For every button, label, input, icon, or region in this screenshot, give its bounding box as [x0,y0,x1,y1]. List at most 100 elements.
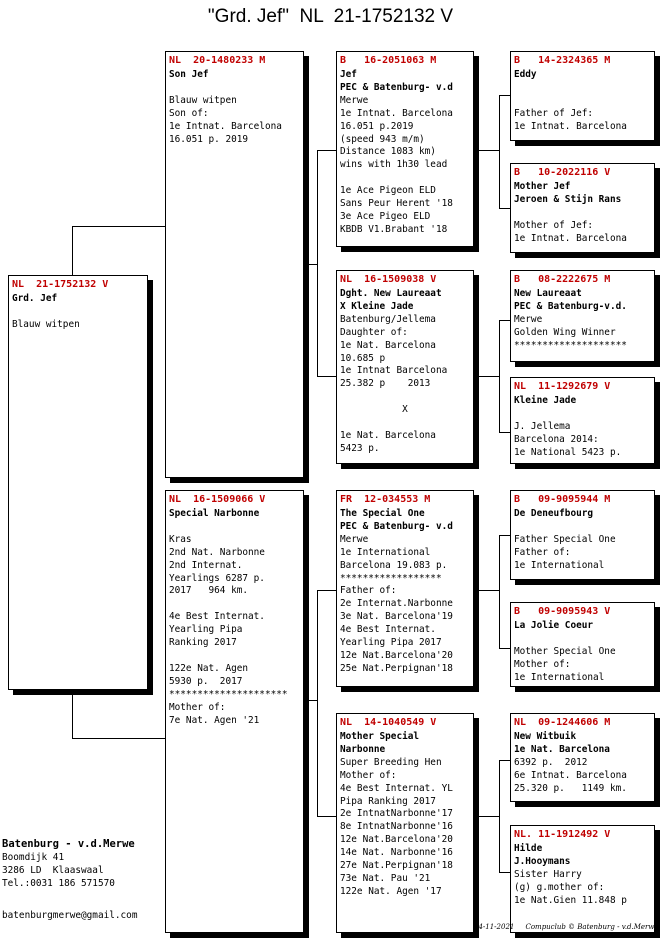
ring-number: NL. 11-1912492 V [514,829,611,840]
info-line: 2e Internat.Narbonne [340,598,453,610]
connector-line [499,95,500,208]
connector-line [474,150,499,151]
info-line: 2e IntnatNarbonne'17 [340,808,453,820]
connector-line [474,376,499,377]
info-line: Mother of: [514,658,571,670]
connector-line [474,816,499,817]
ring-number: B 14-2324365 M [514,55,611,66]
info-line: 1e Intnat. Barcelona [514,120,627,132]
info-line [340,172,470,185]
info-line: 16.051 p. 2019 [169,133,249,145]
connector-line [499,535,500,648]
info-line: (speed 943 m/m) [340,133,425,145]
connector-line [499,760,510,761]
info-line: 4e Best Internat. YL [340,782,453,794]
info-line: 122e Nat. Agen '17 [340,885,442,897]
info-line: 12e Nat.Barcelona'20 [340,834,453,846]
info-line: 6e Intnat. Barcelona [514,769,627,781]
info-line: ******************** [514,339,627,351]
info-line [514,408,651,421]
ring-number: NL 21-1752132 V [12,279,109,290]
footer-credit: 14-11-2021 Compuclub © Batenburg - v.d.M… [474,923,659,931]
info-line: Son of: [169,107,209,119]
connector-line [499,872,510,873]
connector-line [72,226,165,227]
connector-line [499,432,510,433]
info-line: 4e Best Internat. [169,611,265,623]
info-line: Merwe [340,94,369,106]
info-line: 3e Ace Pigeo ELD [340,210,431,222]
info-line: 1e International [514,671,605,683]
info-line: Distance 1083 km) [340,146,436,158]
info-line: 1e International [340,546,431,558]
info-line: Sans Peur Herent '18 [340,198,453,210]
info-line: 12e Nat.Barcelona'20 [340,649,453,661]
info-line: 8e IntnatNarbonne'16 [340,821,453,833]
pigeon-name: Dght. New Laureaat [340,288,442,299]
pigeon-name: Grd. Jef [12,293,58,304]
info-line: PEC & Batenburg- v.d [340,520,453,532]
info-line: Merwe [340,533,369,545]
connector-line [317,150,336,151]
info-line: Blauw witpen [169,94,237,106]
info-line: Father of: [340,585,397,597]
info-line: Ranking 2017 [169,637,237,649]
info-line: X Kleine Jade [340,300,414,312]
pigeon-name: Jef [340,69,357,80]
connector-line [499,208,510,209]
info-line: J. Jellema [514,420,571,432]
info-line: Pipa Ranking 2017 [340,795,436,807]
info-line: Merwe [514,313,543,325]
info-line: 25e Nat.Perpignan'18 [340,662,453,674]
info-line: Batenburg/Jellema [340,313,436,325]
connector-line [499,760,500,872]
info-line: 2017 964 km. [169,585,249,597]
ring-number: NL 09-1244606 M [514,717,611,728]
pigeon-name: New Laureaat [514,288,582,299]
info-line: 1e International [514,559,605,571]
info-line: 25.320 p. 1149 km. [514,782,627,794]
info-line: Yearlings 6287 p. [169,572,265,584]
info-line: 7e Nat. Agen '21 [169,714,260,726]
info-line: 25.382 p 2013 [340,378,431,390]
pigeon-name: The Special One [340,508,425,519]
ring-number: B 16-2051063 M [340,55,437,66]
info-line [514,207,651,220]
pigeon-name: New Witbuik [514,731,577,742]
connector-line [499,648,510,649]
pigeon-name: Mother Jef [514,181,571,192]
info-line: Barcelona 19.083 p. [340,559,448,571]
info-line: 14e Nat. Narbonne'16 [340,847,453,859]
info-line [340,391,470,404]
info-line: 1e National 5423 p. [514,446,622,458]
pigeon-name: Eddy [514,69,537,80]
info-line: Father Special One [514,533,616,545]
pigeon-name: Special Narbonne [169,508,260,519]
info-line: J.Hooymans [514,855,571,867]
info-line: 2nd Nat. Narbonne [169,546,265,558]
info-line: 3e Nat. Barcelona'19 [340,611,453,623]
info-line [169,521,300,534]
info-line: 1e Intnat. Barcelona [340,107,453,119]
info-line: Jeroen & Stijn Rans [514,193,622,205]
info-line: Father of: [514,546,571,558]
info-line: Mother of: [340,769,397,781]
breeder-email[interactable]: batenburgmerwe@gmail.com [2,910,138,921]
connector-line [303,264,317,265]
ring-number: FR 12-034553 M [340,494,431,505]
info-line: Golden Wing Winner [514,326,616,338]
address-line: 3286 LD Klaaswaal [2,865,104,876]
info-line: KBDB V1.Brabant '18 [340,223,448,235]
info-line [514,633,651,646]
info-line: 1e Nat. Barcelona [340,429,436,441]
